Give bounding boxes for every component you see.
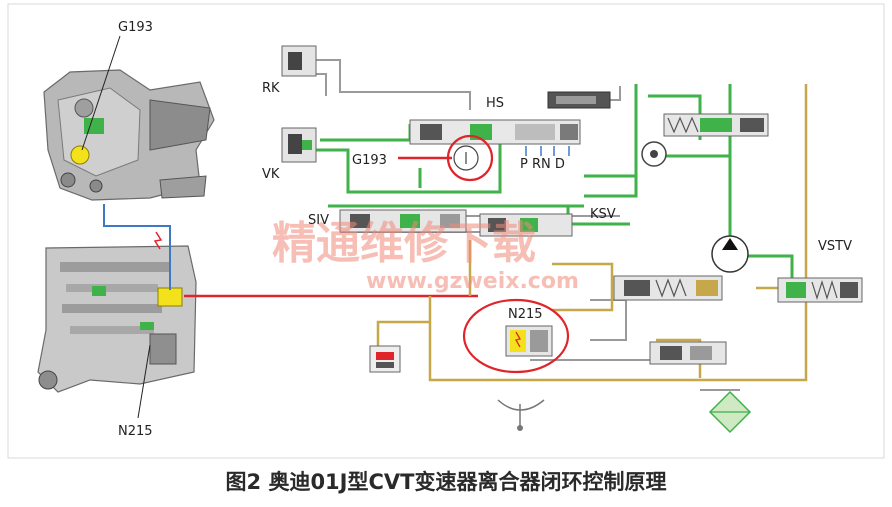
n215-highlight-circle xyxy=(462,298,570,374)
figure-caption: 图2 奥迪01J型CVT变速器离合器闭环控制原理 xyxy=(225,470,667,494)
n215-solenoid-yellow-marker xyxy=(157,287,183,307)
signal-wire-blue xyxy=(103,204,171,290)
hydraulic-control-diagram: G193 N215 xyxy=(7,3,885,459)
spring-valve-upper xyxy=(663,113,769,137)
hs-valve xyxy=(409,119,581,145)
label-selector-positions: P RN D xyxy=(520,157,565,172)
g193-highlight-circle xyxy=(446,134,494,182)
g193-leader-line xyxy=(81,35,121,151)
siv-valve xyxy=(339,209,467,233)
label-vstv: VSTV xyxy=(818,239,852,254)
clutch-symbol xyxy=(369,345,401,373)
watermark-chinese: 精通维修下载 xyxy=(272,218,536,269)
rk-valve xyxy=(281,45,317,77)
spring-valve-lower xyxy=(649,341,727,365)
filter-symbol xyxy=(708,390,752,434)
valve-body-image xyxy=(37,245,197,393)
sump-symbol xyxy=(497,399,545,431)
lightning-icon xyxy=(153,231,163,250)
pressure-gauge-symbol xyxy=(641,141,667,167)
vstv-valve xyxy=(777,277,863,303)
g193-sensor-yellow-marker xyxy=(70,145,90,165)
actuator-top xyxy=(547,91,611,109)
label-n215-left: N215 xyxy=(118,424,153,439)
label-hs: HS xyxy=(486,96,504,111)
label-n215-mid: N215 xyxy=(508,307,543,322)
label-g193-left: G193 xyxy=(118,20,153,35)
ksv-valve xyxy=(479,213,573,237)
transmission-housing-image xyxy=(43,69,215,201)
label-rk: RK xyxy=(262,81,280,96)
label-g193-mid: G193 xyxy=(352,153,387,168)
vk-valve xyxy=(281,127,317,163)
selector-position-ticks xyxy=(525,146,570,156)
label-ksv: KSV xyxy=(590,207,616,222)
label-vk: VK xyxy=(262,167,280,182)
pump-symbol xyxy=(711,235,749,273)
n215-leader-line xyxy=(137,344,151,419)
label-siv: SIV xyxy=(308,213,329,228)
n215-solenoid-symbol xyxy=(505,325,553,357)
watermark-url: www.gzweix.com xyxy=(366,269,579,294)
spring-valve-middle xyxy=(613,275,723,301)
